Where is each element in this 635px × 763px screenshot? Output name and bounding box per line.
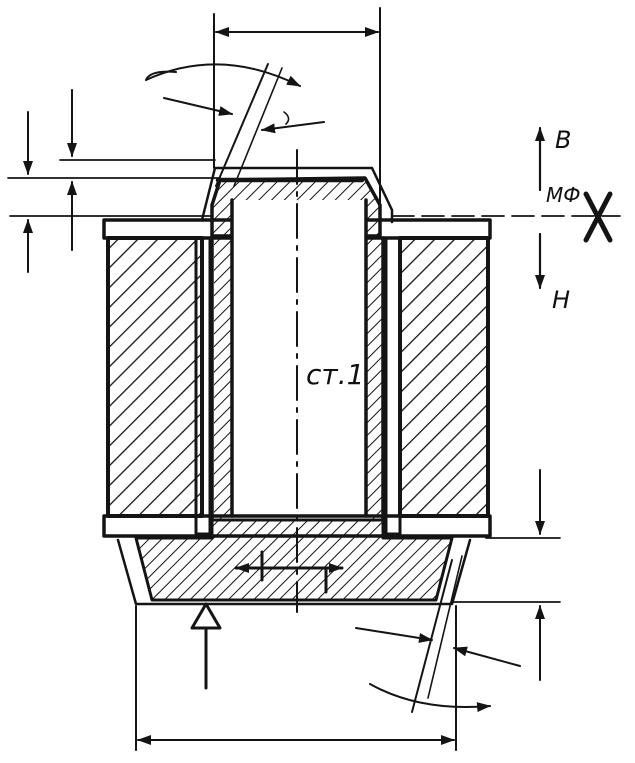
- bottom-angle-callout: [355, 555, 521, 713]
- upper-label: В: [555, 126, 571, 154]
- lower-punch: [116, 518, 472, 606]
- lower-label: Н: [552, 286, 570, 314]
- middle-label: МФ: [546, 183, 580, 207]
- sleeve: [194, 236, 402, 536]
- left-height-dimension: [23, 89, 77, 273]
- horizontal-movement-arrow: [234, 550, 344, 594]
- upper-punch: [200, 166, 394, 522]
- reference-lines: [7, 159, 621, 603]
- upward-force-arrow: [190, 602, 222, 690]
- top-width-dimension: [213, 7, 381, 221]
- bottom-width-dimension: [135, 605, 457, 751]
- part-label: ст.1: [306, 358, 364, 391]
- top-angle-callout: [145, 63, 325, 187]
- cross-mark-icon: [583, 191, 613, 243]
